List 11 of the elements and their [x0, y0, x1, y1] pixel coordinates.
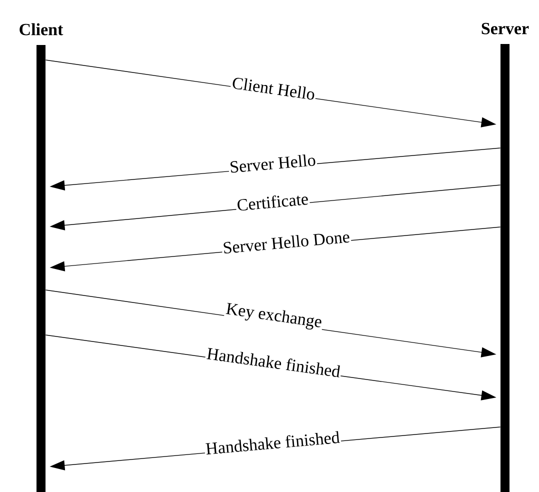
edge-label: Server Hello Done	[221, 229, 352, 255]
edge-label: Key exchange	[224, 300, 324, 332]
edge-label: Client Hello	[230, 75, 317, 102]
node-label: Client	[20, 23, 64, 36]
edge-label: Handshake finished	[204, 430, 342, 456]
lifeline: Client	[20, 23, 64, 492]
edge-label: Server Hello	[228, 152, 318, 174]
edge-label: Certificate	[235, 191, 310, 212]
lifeline: Server	[482, 22, 529, 492]
edge-label: Handshake finished	[205, 346, 342, 379]
node-label: Server	[482, 22, 529, 34]
